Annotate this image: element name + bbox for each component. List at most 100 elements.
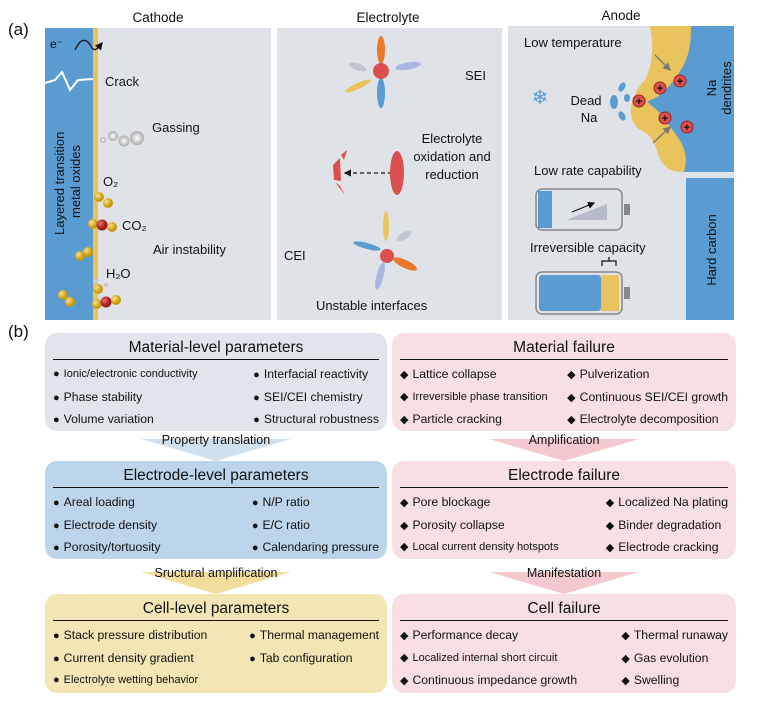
list-item: ◆Localized internal short circuit [400, 648, 577, 671]
crack-label: Crack [105, 74, 139, 89]
layered-oxide-label-1: Layered transition [52, 132, 67, 235]
list-item: ●Structural robustness [253, 409, 379, 432]
list-item: ◆Irreversible phase transition [400, 387, 548, 410]
na-dendrites-label-2: dendrites [719, 61, 734, 115]
electron-arrow-icon [74, 39, 103, 51]
electrolyte-panel: Electrolyte SEI Electrolyte oxidation an… [277, 10, 502, 320]
list-item-label: Porosity collapse [412, 517, 505, 532]
list-item-label: Porosity/tortuosity [63, 540, 161, 554]
box-title: Electrode-level parameters [53, 465, 379, 488]
panel-a: Cathode e⁻ Crack Gassing O₂ CO₂ Air inst… [44, 8, 734, 320]
diamond-bullet-icon: ◆ [621, 630, 630, 642]
dot-bullet-icon: ● [253, 391, 260, 404]
list-item: ●Ionic/electronic conductivity [53, 364, 198, 387]
diamond-bullet-icon: ◆ [567, 369, 576, 381]
list-item-label: Particle cracking [412, 412, 502, 426]
list-item: ◆Electrolyte decomposition [567, 409, 728, 432]
list-item: ◆Pulverization [567, 364, 728, 387]
dot-bullet-icon: ● [53, 542, 60, 554]
molecule-icon [75, 247, 93, 261]
list-item-label: Performance decay [412, 628, 519, 642]
list-item: ●Interfacial reactivity [253, 364, 379, 387]
co2-label: CO₂ [122, 218, 147, 233]
diamond-bullet-icon: ◆ [400, 651, 409, 664]
list-item-label: Areal loading [63, 495, 135, 509]
list-item: ◆Local current density hotspots [400, 537, 559, 560]
cei-layer [93, 28, 98, 320]
list-item-label: Volume variation [63, 412, 154, 426]
list-item-label: Irreversible phase transition [412, 390, 548, 403]
electron-label: e⁻ [50, 37, 63, 51]
dot-bullet-icon: ● [53, 497, 60, 509]
dot-bullet-icon: ● [249, 630, 256, 642]
list-item: ◆Porosity collapse [400, 515, 559, 538]
svg-text:+: + [662, 113, 668, 125]
list-item: ●Electrode density [53, 515, 161, 538]
list-item: ●Areal loading [53, 492, 161, 515]
dot-bullet-icon: ● [53, 414, 60, 426]
list-item-label: Pore blockage [412, 495, 491, 509]
list-item-label: Electrolyte decomposition [579, 412, 719, 426]
parameter-box-2: Cell-level parameters●Stack pressure dis… [45, 594, 387, 693]
diamond-bullet-icon: ◆ [567, 414, 576, 426]
anode-panel: Anode Low temperature ❄ Dead Na + + + + … [508, 8, 734, 320]
list-item: ●Porosity/tortuosity [53, 537, 161, 560]
list-item: ●Calendaring pressure [252, 537, 379, 560]
list-item-label: SEI/CEI chemistry [263, 389, 363, 404]
list-item-label: Current density gradient [63, 650, 194, 665]
list-item-label: Localized Na plating [618, 495, 728, 509]
h2o-molecule-icon [93, 278, 109, 294]
list-item: ●SEI/CEI chemistry [253, 387, 379, 410]
list-item: ◆Performance decay [400, 625, 577, 648]
diamond-bullet-icon: ◆ [605, 542, 615, 554]
list-item-label: Tab configuration [259, 650, 353, 665]
layered-oxide-label-2: metal oxides [68, 145, 83, 218]
list-item: ●E/C ratio [252, 515, 379, 538]
failure-box-0: Material failure ◆Lattice collapse ◆Pulver… [392, 333, 736, 431]
list-item-label: Thermal runaway [633, 628, 728, 642]
list-item: ◆Continuous SEI/CEI growth [567, 387, 728, 410]
battery-irreversible-icon [535, 271, 630, 315]
list-item-label: Electrolyte wetting behavior [63, 674, 199, 686]
dot-bullet-icon: ● [53, 652, 60, 665]
list-item-label: Ionic/electronic conductivity [63, 368, 198, 380]
arrow-label: Manifestation [526, 566, 602, 580]
flow-arrow: Amplification [489, 433, 639, 461]
decomposed-molecule-icon [333, 150, 347, 195]
list-item: ●N/P ratio [252, 492, 379, 515]
flow-arrow: Sructural amplification [141, 566, 291, 594]
diamond-bullet-icon: ◆ [400, 390, 409, 403]
panel-b-label: (b) [8, 322, 29, 341]
layered-oxide-layer [45, 28, 93, 320]
list-item: ◆Continuous impedance growth [400, 670, 577, 693]
list-item: ◆Particle cracking [400, 409, 548, 432]
dot-bullet-icon: ● [253, 369, 260, 381]
list-item-label: Calendaring pressure [262, 540, 379, 554]
box-title: Cell failure [400, 598, 728, 621]
box-title: Material-level parameters [53, 337, 379, 360]
molecule-icon [58, 290, 75, 307]
flow-arrow: Property translation [141, 433, 291, 461]
list-item: ●Volume variation [53, 409, 198, 432]
hard-carbon-label: Hard carbon [704, 214, 719, 286]
list-item: ◆Lattice collapse [400, 364, 548, 387]
unstable-interfaces-label: Unstable interfaces [316, 298, 428, 313]
sei-label: SEI [465, 68, 486, 83]
low-temperature-label: Low temperature [524, 35, 622, 50]
list-item: ●Current density gradient [53, 648, 207, 671]
list-item-label: Electrode density [63, 517, 158, 532]
dead-na-particles-icon [610, 82, 630, 121]
box-title: Material failure [400, 337, 728, 360]
list-item: ●Stack pressure distribution [53, 625, 207, 648]
list-item: ●Tab configuration [249, 648, 379, 671]
dot-bullet-icon: ● [53, 519, 60, 532]
dot-bullet-icon: ● [251, 497, 259, 509]
diamond-bullet-icon: ◆ [621, 675, 630, 687]
list-item-label: Continuous impedance growth [412, 673, 578, 687]
dot-bullet-icon: ● [53, 368, 60, 380]
list-item-label: Electrode cracking [618, 540, 719, 554]
dot-bullet-icon: ● [53, 630, 60, 642]
svg-text:+: + [677, 76, 683, 88]
box-title: Electrode failure [400, 465, 728, 488]
